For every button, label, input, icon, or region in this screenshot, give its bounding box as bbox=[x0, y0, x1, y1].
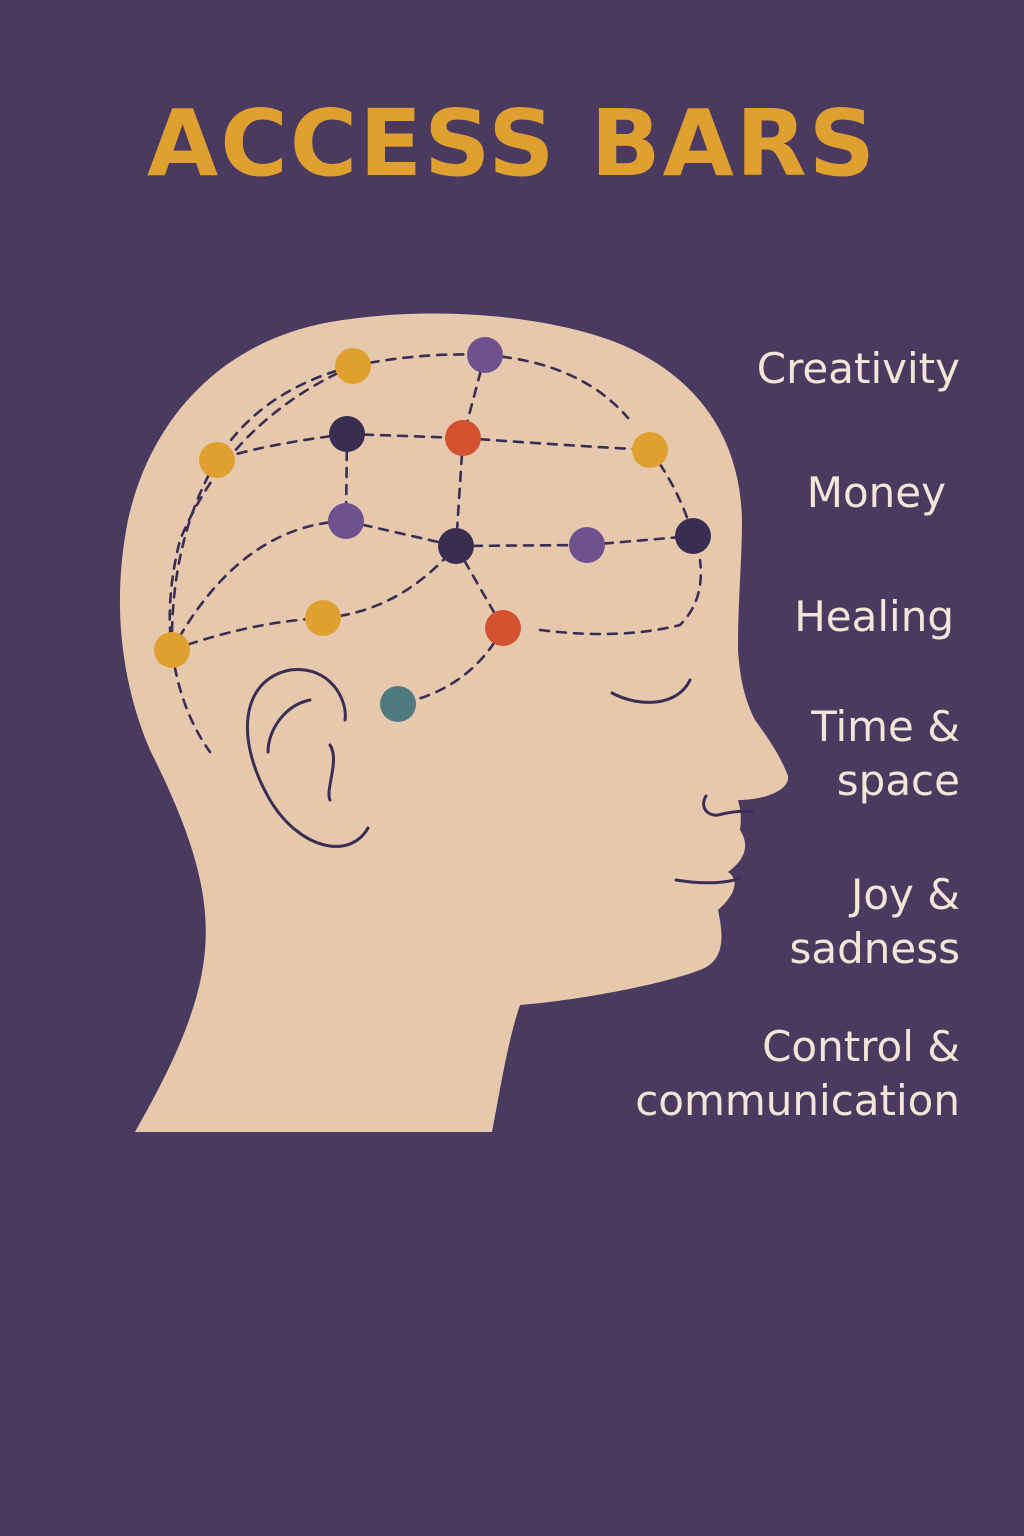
bar-point bbox=[438, 528, 474, 564]
bar-point bbox=[199, 442, 235, 478]
label-healing: Healing bbox=[794, 592, 954, 641]
label-creativity: Creativity bbox=[756, 344, 960, 393]
label-control-communication: Control & communication bbox=[635, 1022, 960, 1125]
label-joy-sadness: Joy & sadness bbox=[789, 870, 960, 973]
bar-point bbox=[485, 610, 521, 646]
bar-point bbox=[329, 416, 365, 452]
label-money: Money bbox=[806, 468, 946, 517]
bar-point bbox=[632, 432, 668, 468]
bar-point bbox=[445, 420, 481, 456]
bar-point bbox=[328, 503, 364, 539]
labels-list: Creativity Money Healing Time & space Jo… bbox=[560, 0, 960, 1200]
bar-points bbox=[154, 337, 711, 722]
bar-point bbox=[305, 600, 341, 636]
bar-point bbox=[569, 527, 605, 563]
label-time-space: Time & space bbox=[811, 702, 960, 805]
ear-icon bbox=[245, 668, 370, 848]
page-title: ACCESS BARS bbox=[147, 90, 877, 197]
bar-point bbox=[467, 337, 503, 373]
bar-point bbox=[335, 348, 371, 384]
nose-icon bbox=[702, 794, 754, 817]
closed-eye-icon bbox=[610, 678, 692, 704]
head-silhouette-icon bbox=[119, 313, 789, 1132]
bar-point bbox=[154, 632, 190, 668]
mouth-icon bbox=[674, 876, 742, 885]
bar-point bbox=[675, 518, 711, 554]
bar-point bbox=[380, 686, 416, 722]
